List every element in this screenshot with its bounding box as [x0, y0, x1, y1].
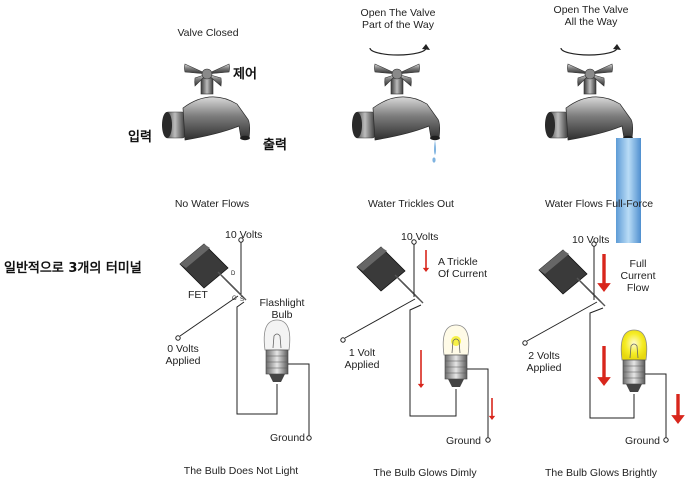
- gate-wire: [179, 295, 239, 337]
- ground-wire: [467, 368, 489, 438]
- gate-terminal: [175, 335, 181, 341]
- panel2-volts-top: 10 Volts: [401, 231, 439, 243]
- fet-label: FET: [188, 289, 208, 301]
- bulb-tip: [448, 379, 464, 387]
- fet-leg: [402, 282, 424, 304]
- bulb-glass: [263, 319, 291, 351]
- ground-terminal: [485, 437, 491, 443]
- current-arrow: [671, 394, 685, 424]
- faucet-body: [372, 96, 441, 141]
- bulb-tip: [626, 384, 642, 392]
- faucet-body: [182, 96, 251, 141]
- panel2-caption: The Bulb Glows Dimly: [373, 467, 477, 479]
- input-label-ko: 입력: [128, 130, 152, 145]
- circuit-2: [340, 239, 491, 443]
- flashlight-bulb-label: Flashlight Bulb: [259, 297, 305, 321]
- faucet-stem: [200, 77, 214, 95]
- rotation-arrow: [560, 47, 618, 56]
- ground-wire: [288, 363, 310, 436]
- bulb-filament: [451, 338, 461, 354]
- faucet-stem: [583, 77, 597, 95]
- bulb-tip: [269, 374, 285, 382]
- current-arrow: [417, 350, 425, 388]
- panel3-volts-top: 10 Volts: [572, 234, 610, 246]
- faucet-3: [545, 44, 641, 243]
- ground-wire: [645, 373, 667, 438]
- gate-terminal: [340, 337, 346, 343]
- panel2-current-label: A Trickle Of Current: [438, 256, 488, 280]
- fet-leg: [584, 285, 606, 307]
- panel3-caption: The Bulb Glows Brightly: [544, 467, 658, 479]
- bulb-filament: [629, 343, 639, 359]
- faucet-stem: [390, 77, 404, 95]
- panel3-faucet-label: Water Flows Full-Force: [544, 198, 654, 210]
- output-label-ko: 출력: [263, 138, 287, 153]
- panel3-header: Open The Valve All the Way: [553, 4, 629, 28]
- current-arrow: [597, 346, 611, 386]
- bulb-dim-glow: [451, 336, 461, 346]
- source-wire: [236, 301, 278, 415]
- current-arrow: [422, 250, 430, 272]
- circuit-3: [522, 241, 669, 443]
- faucet-body: [565, 96, 634, 141]
- panel2-ground-label: Ground: [446, 435, 482, 447]
- three-terminals-label-ko: 일반적으로 3개의 터미널: [4, 261, 142, 276]
- faucet-2: [352, 44, 441, 163]
- circuit-1: [175, 237, 312, 441]
- panel3-ground-label: Ground: [625, 435, 661, 447]
- fet-leg: [225, 279, 247, 301]
- gate-terminal: [522, 340, 528, 346]
- water-drop: [432, 157, 436, 163]
- source-wire: [589, 307, 635, 419]
- water-trickle: [434, 140, 436, 155]
- panel1-caption: The Bulb Does Not Light: [183, 465, 299, 477]
- panel1-volts-top: 10 Volts: [225, 229, 263, 241]
- panel3-current-label: Full Current Flow: [620, 258, 656, 294]
- panel3-gate-label: 2 Volts Applied: [526, 350, 562, 374]
- panel1-faucet-label: No Water Flows: [174, 198, 250, 210]
- control-label-ko: 제어: [233, 67, 257, 82]
- bulb-glass: [620, 329, 648, 361]
- panel2-gate-label: 1 Volt Applied: [344, 347, 380, 371]
- panel1-ground-label: Ground: [270, 432, 306, 444]
- bulb-filament: [272, 333, 282, 349]
- gate-wire: [344, 298, 416, 339]
- panel1-header: Valve Closed: [177, 27, 239, 39]
- ground-terminal: [306, 435, 312, 441]
- rotation-arrow-head: [422, 44, 430, 50]
- pin-g-label: G: [232, 296, 237, 302]
- pin-d-label: D: [231, 271, 236, 277]
- source-wire: [409, 304, 457, 417]
- pin-s-label: S: [240, 297, 245, 303]
- rotation-arrow-head: [613, 44, 621, 50]
- faucet-spout: [240, 135, 250, 141]
- gate-wire: [526, 301, 598, 342]
- faucet-1: [162, 63, 251, 141]
- panel1-gate-label: 0 Volts Applied: [165, 343, 201, 367]
- panel2-faucet-label: Water Trickles Out: [368, 198, 454, 210]
- rotation-arrow: [369, 47, 427, 56]
- panel2-header: Open The Valve Part of the Way: [360, 7, 436, 31]
- ground-terminal: [663, 437, 669, 443]
- faucet-spout: [430, 135, 440, 141]
- current-arrow: [597, 254, 611, 292]
- water-stream: [616, 138, 641, 243]
- current-arrow: [488, 398, 496, 420]
